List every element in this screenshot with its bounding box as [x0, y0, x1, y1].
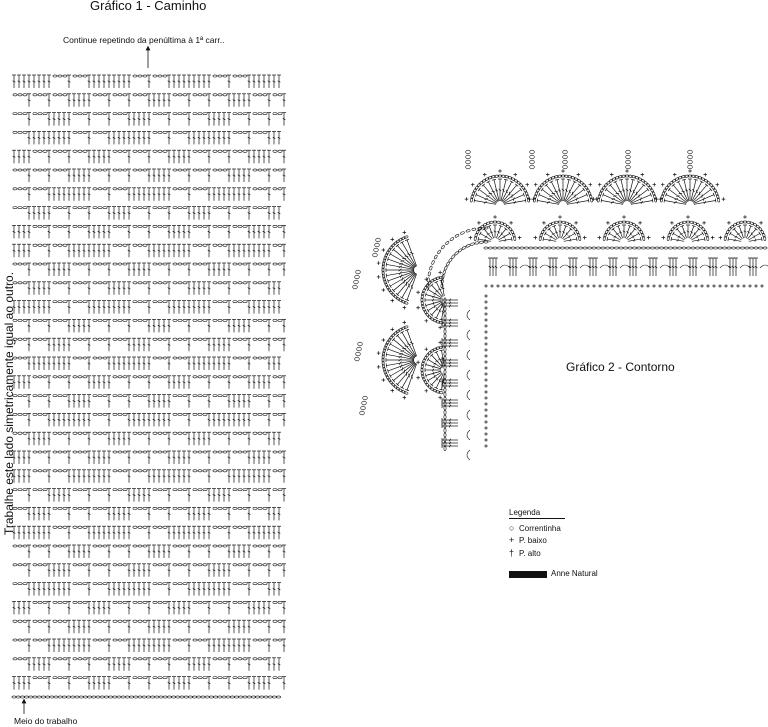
double-crochet-icon: † [509, 548, 515, 558]
legend-item-chain: ○ Correntinha [509, 523, 561, 533]
legend-item-label: P. alto [519, 548, 541, 558]
legend-item-single-crochet: + P. baixo [509, 535, 547, 545]
chain-icon: ○ [509, 523, 515, 533]
brand-bar [509, 571, 547, 578]
legend-brand: Anne Natural [551, 569, 598, 578]
legend-item-double-crochet: † P. alto [509, 548, 541, 558]
chart2-border-diagram [352, 149, 768, 461]
chart1-bottom-note: Meio do trabalho [14, 716, 78, 726]
chart1-top-note: Continue repetindo da penúltima à 1ª car… [63, 35, 225, 45]
legend-divider [509, 518, 565, 519]
legend-item-label: P. baixo [519, 535, 547, 545]
chart2-title: Gráfico 2 - Contorno [566, 360, 675, 374]
chart1-title: Gráfico 1 - Caminho [90, 0, 207, 13]
single-crochet-icon: + [509, 535, 515, 545]
legend-title: Legenda [509, 508, 541, 517]
legend-item-label: Correntinha [519, 523, 561, 533]
chart1-stitch-grid [11, 74, 286, 699]
